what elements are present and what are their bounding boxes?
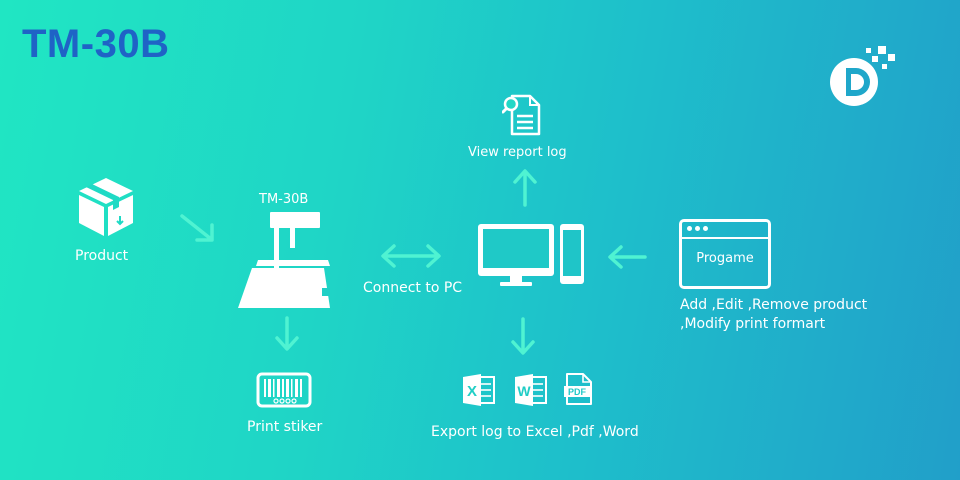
print-sticker-label: Print stiker xyxy=(247,419,323,435)
svg-text:X: X xyxy=(467,383,477,400)
svg-text:W: W xyxy=(517,383,531,399)
computer-icon xyxy=(478,224,554,286)
arrow-scale-pc-bidirectional xyxy=(381,244,441,268)
report-document-icon xyxy=(502,94,541,136)
program-caption-line2: ,Modify print formart xyxy=(680,316,826,332)
word-icon: W xyxy=(515,374,547,406)
barcode-sticker-icon xyxy=(256,372,312,408)
arrow-pc-to-report xyxy=(513,169,537,207)
svg-text:PDF: PDF xyxy=(568,387,587,397)
arrow-pc-to-export xyxy=(511,317,535,355)
scale-label: TM-30B xyxy=(259,192,309,207)
arrow-product-to-scale xyxy=(180,214,214,242)
mobile-device-icon xyxy=(560,224,584,284)
scale-icon xyxy=(238,212,330,308)
view-report-log-label: View report log xyxy=(468,145,567,160)
export-log-label: Export log to Excel ,Pdf ,Word xyxy=(431,424,639,440)
program-window-label: Progame xyxy=(696,251,754,266)
brand-logo-icon xyxy=(830,46,895,106)
arrow-program-to-pc xyxy=(608,245,647,269)
program-window-titlebar xyxy=(682,237,768,239)
window-dots-icon xyxy=(687,226,708,231)
product-box-icon xyxy=(79,178,133,236)
excel-icon: X xyxy=(463,374,495,406)
program-window: Progame xyxy=(679,219,771,289)
arrow-scale-to-sticker xyxy=(275,316,299,351)
page-title: TM-30B xyxy=(22,22,170,66)
pdf-icon: PDF xyxy=(564,373,592,405)
connect-to-pc-label: Connect to PC xyxy=(363,280,463,296)
program-caption-line1: Add ,Edit ,Remove product xyxy=(680,297,868,313)
product-label: Product xyxy=(75,248,129,264)
